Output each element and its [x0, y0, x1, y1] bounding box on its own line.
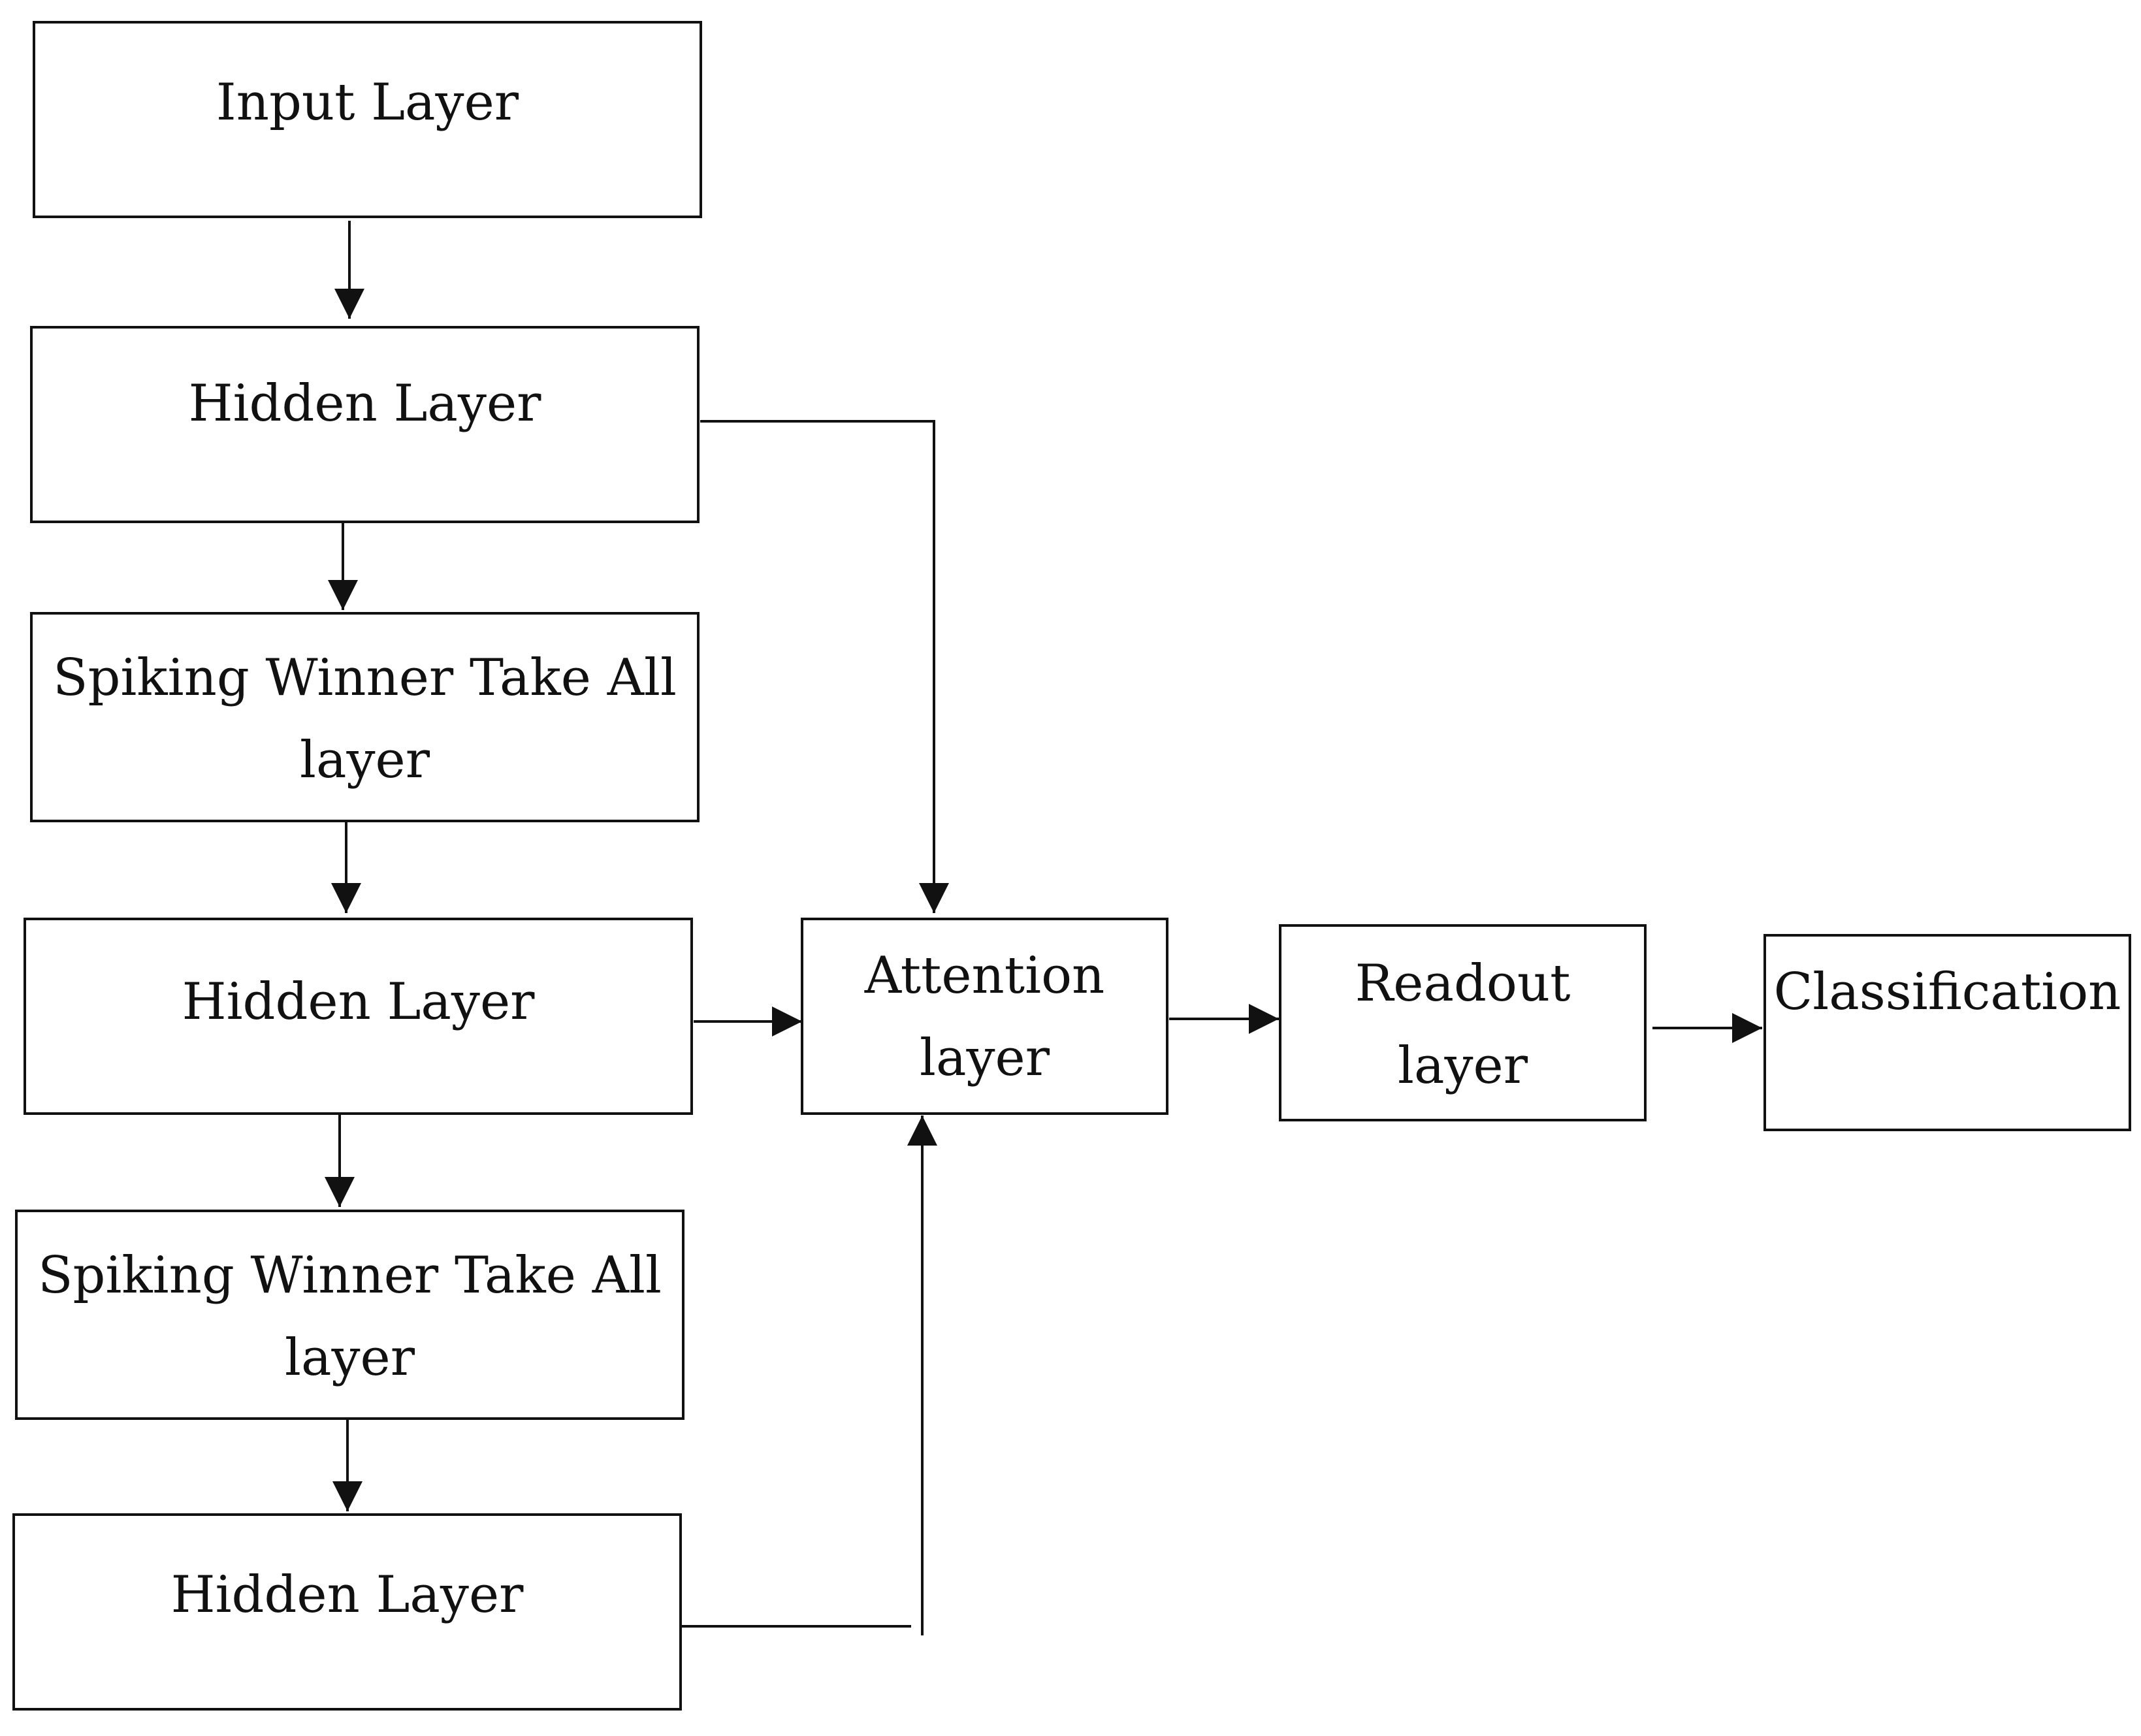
- swta-layer-2-box: Spiking Winner Take All layer: [15, 1210, 684, 1420]
- attention-layer-label-line-1: Attention: [864, 946, 1105, 1005]
- input-layer-box: Input Layer: [33, 21, 702, 218]
- attention-layer-label-line-2: layer: [920, 1029, 1050, 1087]
- classification-box: Classification: [1763, 934, 2131, 1131]
- readout-layer-box: Readout layer: [1279, 924, 1647, 1121]
- swta-layer-2-label-line-2: layer: [285, 1328, 415, 1387]
- edge-hidden-1-to-attention: [700, 420, 949, 913]
- hidden-layer-2-label: Hidden Layer: [182, 972, 535, 1031]
- hidden-layer-1-label: Hidden Layer: [188, 374, 541, 433]
- hidden-layer-2-box: Hidden Layer: [24, 918, 693, 1115]
- readout-layer-label-line-1: Readout: [1355, 954, 1571, 1013]
- swta-layer-1-box: Spiking Winner Take All layer: [30, 612, 700, 822]
- classification-label: Classification: [1773, 963, 2121, 1021]
- hidden-layer-3-label: Hidden Layer: [170, 1566, 524, 1624]
- swta-layer-1-label-line-1: Spiking Winner Take All: [53, 649, 677, 707]
- readout-layer-label-line-2: layer: [1398, 1037, 1528, 1095]
- hidden-layer-1-box: Hidden Layer: [30, 326, 700, 523]
- attention-layer-box: Attention layer: [801, 918, 1168, 1115]
- swta-layer-1-label-line-2: layer: [300, 731, 430, 790]
- hidden-layer-3-box: Hidden Layer: [12, 1513, 682, 1711]
- swta-layer-2-label-line-1: Spiking Winner Take All: [38, 1246, 662, 1305]
- input-layer-label: Input Layer: [216, 73, 519, 132]
